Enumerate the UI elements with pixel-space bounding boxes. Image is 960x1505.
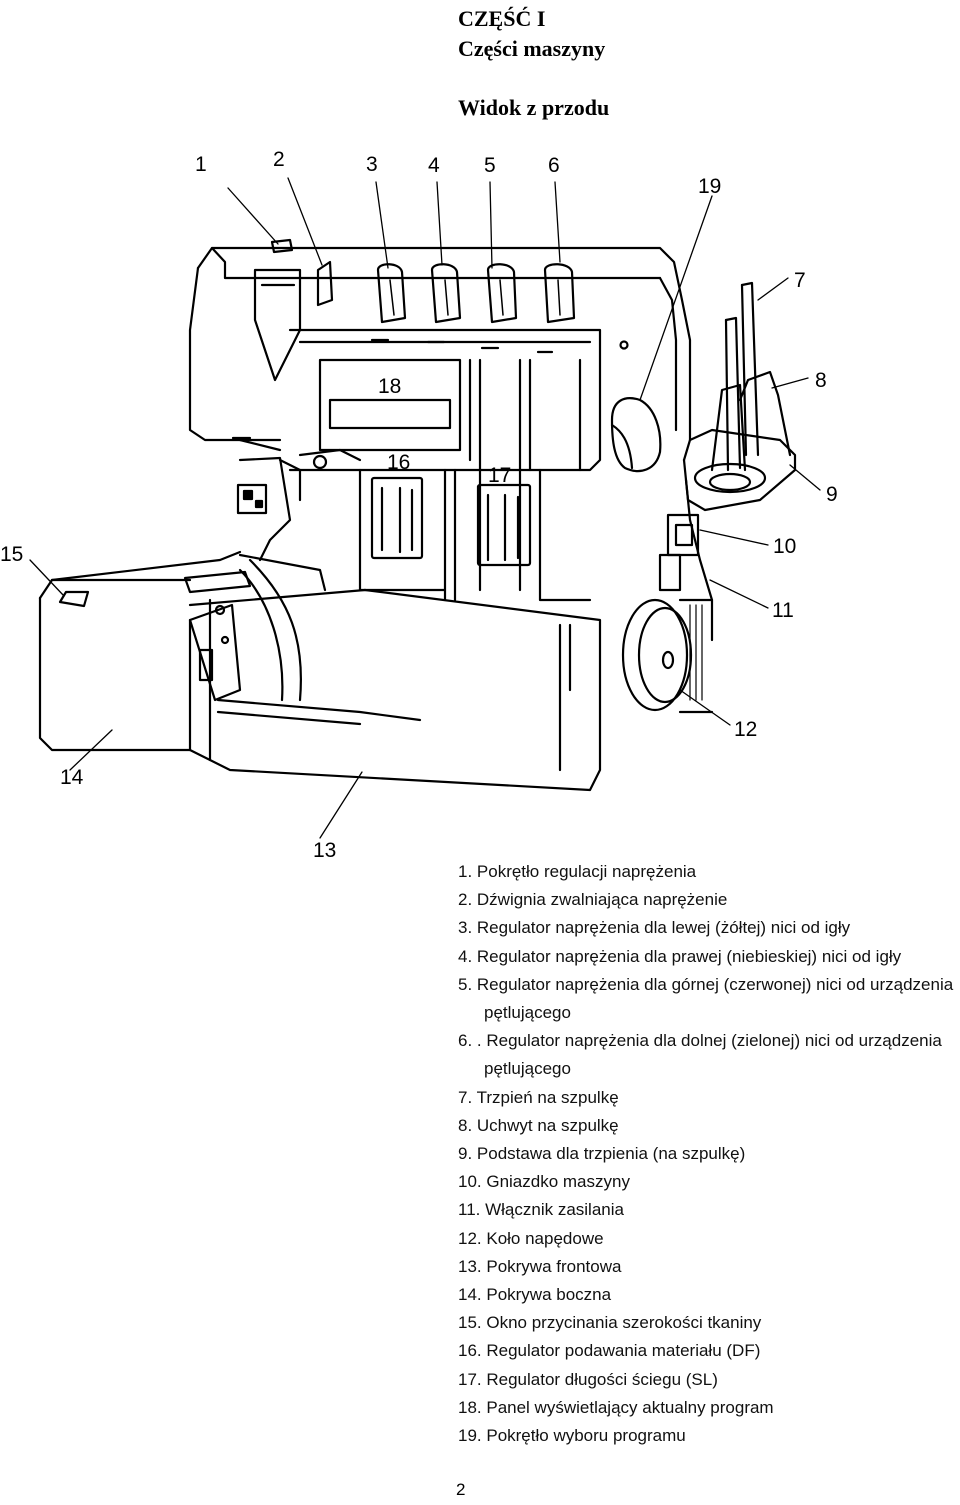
callout-9: 9 xyxy=(826,483,838,506)
legend-item: 18. Panel wyświetlający aktualny program xyxy=(458,1397,774,1417)
legend-item: 16. Regulator podawania materiału (DF) xyxy=(458,1341,761,1361)
legend-item: 17. Regulator długości ściegu (SL) xyxy=(458,1369,718,1389)
legend-item: 11. Włącznik zasilania xyxy=(458,1200,624,1220)
legend-item: 7. Trzpień na szpulkę xyxy=(458,1087,619,1107)
callout-7: 7 xyxy=(794,269,806,292)
page-number: 2 xyxy=(456,1480,466,1499)
machine-body xyxy=(38,238,797,792)
callout-11: 11 xyxy=(772,599,794,622)
callout-6: 6 xyxy=(548,154,560,177)
legend-item: 8. Uchwyt na szpulkę xyxy=(458,1115,619,1135)
section-subtitle: Części maszyny xyxy=(458,36,606,61)
legend-item: 14. Pokrywa boczna xyxy=(458,1285,612,1305)
view-heading: Widok z przodu xyxy=(458,95,610,120)
legend-item: 9. Podstawa dla trzpienia (na szpulkę) xyxy=(458,1144,746,1164)
callout-17: 17 xyxy=(488,464,511,487)
legend-item: 10. Gniazdko maszyny xyxy=(458,1172,630,1192)
callout-14: 14 xyxy=(60,766,84,789)
legend-item: 1. Pokrętło regulacji naprężenia xyxy=(458,862,697,881)
legend-item: 3. Regulator naprężenia dla lewej (żółte… xyxy=(458,918,851,938)
legend-item: 15. Okno przycinania szerokości tkaniny xyxy=(458,1313,762,1333)
callout-19: 19 xyxy=(698,175,721,198)
callout-16: 16 xyxy=(387,451,410,474)
legend-item: 4. Regulator naprężenia dla prawej (nieb… xyxy=(458,946,902,966)
legend-item: 12. Koło napędowe xyxy=(458,1228,604,1248)
callout-3: 3 xyxy=(366,153,378,176)
callout-numbers: 1 2 3 4 5 6 19 7 18 8 16 17 9 15 10 11 1… xyxy=(0,148,838,862)
callout-15: 15 xyxy=(0,543,23,566)
callout-10: 10 xyxy=(773,535,796,558)
callout-5: 5 xyxy=(484,154,496,177)
callout-4: 4 xyxy=(428,154,440,177)
callout-leader-lines xyxy=(29,177,821,839)
legend-item: 13. Pokrywa frontowa xyxy=(458,1256,622,1276)
legend-item: 2. Dźwignia zwalniająca naprężenie xyxy=(458,890,728,910)
legend-item: 5. Regulator naprężenia dla górnej (czer… xyxy=(458,974,954,1023)
serger-front-view-diagram: 1 2 3 4 5 6 19 7 18 8 16 17 9 15 10 11 1… xyxy=(0,148,838,862)
parts-legend: 1. Pokrętło regulacji naprężenia 2. Dźwi… xyxy=(458,858,958,1450)
legend-item: 6. . Regulator naprężenia dla dolnej (zi… xyxy=(458,1031,942,1079)
callout-2: 2 xyxy=(273,148,285,171)
page-title: CZĘŚĆ I xyxy=(458,6,546,31)
callout-12: 12 xyxy=(734,718,757,741)
callout-18: 18 xyxy=(378,375,401,398)
callout-8: 8 xyxy=(815,369,827,392)
callout-13: 13 xyxy=(313,839,336,862)
callout-1: 1 xyxy=(195,153,207,176)
legend-item: 19. Pokrętło wyboru programu xyxy=(458,1426,686,1446)
